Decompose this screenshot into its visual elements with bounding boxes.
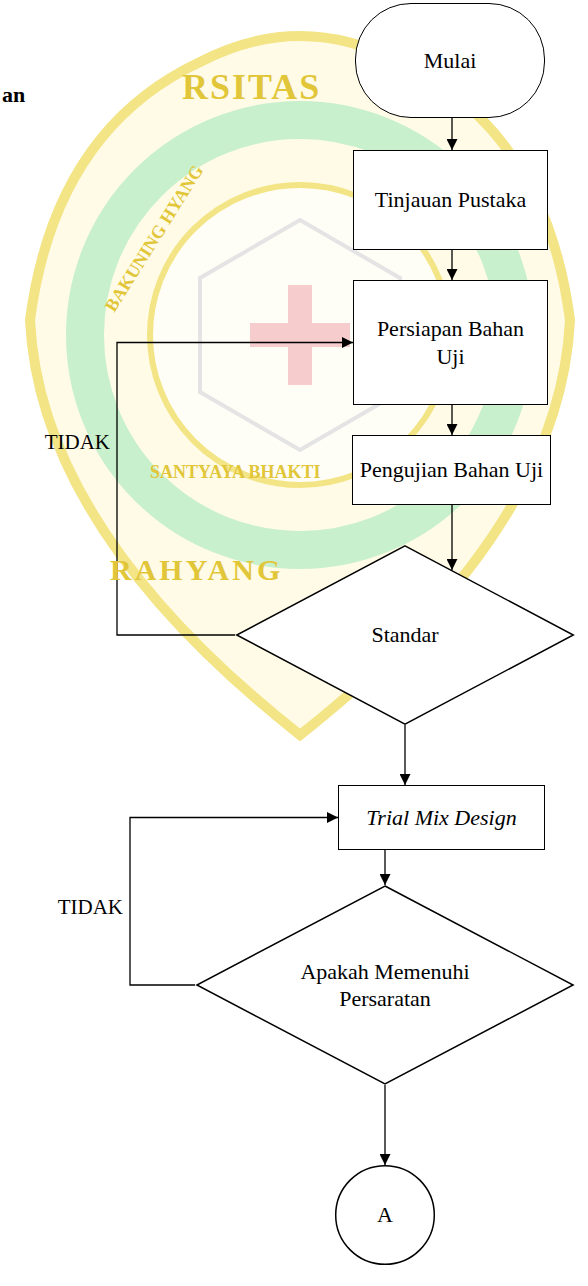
terminator-box: Mulai xyxy=(355,3,545,118)
node-text: Apakah Memenuhi Persaratan xyxy=(290,958,480,1013)
node-text: Standar xyxy=(371,621,438,649)
diamond-shape xyxy=(237,546,574,724)
decision-diamond: Standar xyxy=(235,545,575,725)
node-text: Persiapan Bahan Uji xyxy=(368,315,533,370)
process-box: Pengujian Bahan Uji xyxy=(352,435,551,505)
flow-arrow xyxy=(451,118,452,150)
process-box: Persiapan Bahan Uji xyxy=(353,280,548,405)
heading-fragment: an xyxy=(2,82,25,108)
node-text: Trial Mix Design xyxy=(366,804,516,832)
node-text: A xyxy=(377,1201,393,1229)
flow-arrow xyxy=(384,850,385,885)
logo-cross-h xyxy=(250,323,350,347)
flow-arrow xyxy=(117,343,353,636)
diamond-shape xyxy=(197,886,573,1084)
connector-circle: A xyxy=(335,1165,435,1265)
flow-arrow xyxy=(451,505,452,570)
circle-shape xyxy=(336,1166,435,1265)
node-text: Mulai xyxy=(424,47,477,75)
process-box: Trial Mix Design xyxy=(338,785,545,850)
watermark-text: RSITAS xyxy=(182,66,321,108)
edge-label: TIDAK xyxy=(58,895,123,920)
flow-arrow xyxy=(451,405,452,435)
node-text: Tinjauan Pustaka xyxy=(375,186,526,214)
diamond-outline xyxy=(195,885,575,1085)
watermark-text: RAHYANG xyxy=(110,553,283,587)
flow-arrow xyxy=(451,250,452,280)
flow-arrow xyxy=(384,1085,385,1165)
process-box: Tinjauan Pustaka xyxy=(353,150,548,250)
flow-arrow xyxy=(404,725,405,785)
edge-label: TIDAK xyxy=(45,430,110,455)
decision-diamond: Apakah Memenuhi Persaratan xyxy=(195,885,575,1085)
node-text: Pengujian Bahan Uji xyxy=(360,456,543,484)
watermark-text: SANTYAYA BHAKTI xyxy=(150,462,321,483)
